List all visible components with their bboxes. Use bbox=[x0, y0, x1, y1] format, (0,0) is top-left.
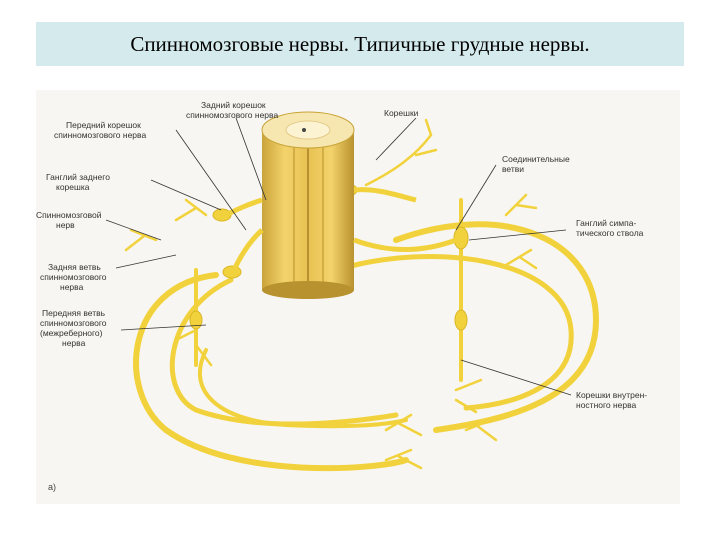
label-ganglion: Ганглий заднего корешка bbox=[46, 172, 112, 192]
spinal-cord-gray-matter bbox=[285, 120, 331, 140]
leader-connecting bbox=[455, 164, 497, 231]
title-bar: Спинномозговые нервы. Типичные грудные н… bbox=[36, 22, 684, 66]
label-anterior-branch: Передняя ветвь спинномозгового (межребер… bbox=[40, 308, 109, 348]
leader-posterior-branch bbox=[115, 254, 177, 269]
label-sympathetic: Ганглий симпа- тического ствола bbox=[576, 218, 644, 238]
ganglion-left-trunk bbox=[189, 310, 203, 330]
label-anterior-root: Передний корешок спинномозгового нерва bbox=[54, 120, 146, 140]
label-rootlets: Корешки bbox=[384, 108, 419, 118]
label-posterior-branch: Задняя ветвь спинномозгового нерва bbox=[40, 262, 109, 292]
nerve-branches bbox=[124, 118, 538, 470]
nerve-diagram: Задний корешок спинномозгового нерва Пер… bbox=[36, 100, 650, 492]
slide-title: Спинномозговые нервы. Типичные грудные н… bbox=[130, 31, 590, 56]
branch-right-upper bbox=[504, 193, 538, 217]
label-internal: Корешки внутрен- ностного нерва bbox=[576, 390, 650, 410]
leader-internal bbox=[460, 359, 572, 396]
outer-nerve-ring-right bbox=[393, 221, 600, 433]
leader-spinal-nerve bbox=[105, 219, 162, 241]
spinal-roots-right bbox=[353, 187, 457, 252]
branch-bottom-left bbox=[384, 413, 423, 470]
central-canal bbox=[302, 128, 306, 132]
figure-letter: а) bbox=[48, 482, 56, 492]
ganglion-left-lower bbox=[222, 265, 242, 279]
leader-rootlets bbox=[375, 117, 417, 161]
label-connecting: Соединительные ветви bbox=[502, 154, 572, 174]
branch-right-mid bbox=[504, 248, 538, 270]
spinal-cord bbox=[224, 111, 457, 299]
leader-sympathetic bbox=[468, 229, 567, 241]
branch-left-upper bbox=[124, 198, 208, 252]
branch-left-lower bbox=[174, 328, 213, 367]
leader-ganglion bbox=[150, 179, 222, 211]
spinal-cord-bottom bbox=[262, 281, 354, 299]
nerve-loops bbox=[133, 198, 600, 472]
spinal-roots-left bbox=[224, 197, 264, 272]
diagram-labels: Задний корешок спинномозгового нерва Пер… bbox=[36, 100, 650, 492]
middle-nerve-ring bbox=[169, 277, 399, 427]
sympathetic-ganglion-lower bbox=[454, 309, 468, 331]
inner-nerve-ring bbox=[198, 348, 408, 429]
middle-nerve-ring-right bbox=[333, 254, 574, 411]
outer-nerve-ring bbox=[133, 272, 409, 472]
branch-top-right bbox=[364, 118, 438, 187]
leader-posterior-root bbox=[235, 117, 267, 201]
leader-anterior-root bbox=[175, 129, 247, 231]
label-posterior-root: Задний корешок спинномозгового нерва bbox=[186, 100, 278, 120]
sympathetic-ganglion-upper bbox=[453, 226, 469, 250]
nerve-illustration: Задний корешок спинномозгового нерва Пер… bbox=[36, 90, 680, 504]
label-spinal-nerve: Спинномозговой нерв bbox=[36, 210, 104, 230]
leader-lines bbox=[105, 117, 572, 396]
branch-bottom-right bbox=[454, 378, 498, 442]
leader-anterior-branch bbox=[120, 324, 207, 331]
